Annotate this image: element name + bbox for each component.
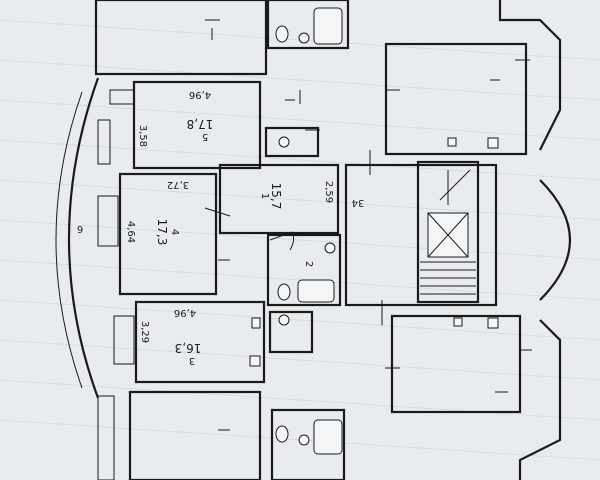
room-1-number: 1 <box>259 193 270 199</box>
toilet-icon <box>275 25 289 43</box>
room-4-area: 17,3 <box>155 219 169 246</box>
stove-icon <box>249 355 261 367</box>
doors <box>269 150 383 325</box>
stove-icon <box>487 137 499 149</box>
toilet-icon <box>277 283 291 301</box>
left-windows <box>97 89 135 480</box>
sink-icon <box>324 242 336 254</box>
bathtub-icon <box>313 7 343 45</box>
room-3-number: 3 <box>189 355 195 366</box>
sink-icon <box>298 32 310 44</box>
room-3-labels: 4,96 16,3 3 3,29 <box>139 307 201 366</box>
bathtub-icon <box>297 279 335 303</box>
room-2-number: 2 <box>303 261 314 267</box>
stove-icon <box>487 317 499 329</box>
room-1-width: 2,59 <box>323 181 334 203</box>
room-3-width: 4,96 <box>174 307 196 318</box>
room-1-labels: 15,7 1 2,59 34 <box>259 181 364 209</box>
paper-grid <box>0 19 600 461</box>
kitchen-sink-icon <box>251 317 261 329</box>
bay-window-inner <box>55 91 83 389</box>
dimension-ticks <box>204 19 532 431</box>
room-5-labels: 4,96 17,8 5 3,58 <box>137 89 213 147</box>
kitchen-sink-icon <box>447 137 457 147</box>
kitchen-stoves <box>249 137 499 367</box>
room-3-area: 16,3 <box>175 341 202 355</box>
bathtub-icon <box>313 419 343 455</box>
room-3-depth: 3,29 <box>139 321 150 343</box>
kitchen-sink-icon <box>453 317 463 327</box>
room-5-number: 5 <box>202 131 208 142</box>
room-4-labels: 3,72 17,3 4 4,64 <box>125 179 189 245</box>
room-1-depth: 34 <box>352 197 365 208</box>
sink-icon <box>278 136 290 148</box>
apartment-walls <box>94 0 350 480</box>
room-5-area: 17,8 <box>187 117 214 131</box>
room-4-number: 4 <box>169 229 180 235</box>
sink-icon <box>298 434 310 446</box>
bay-window-outer <box>67 77 100 399</box>
sink-icon <box>278 314 290 326</box>
stair-core <box>344 160 498 307</box>
toilet-icon <box>275 425 289 443</box>
right-apartments <box>384 0 571 480</box>
room-4-width: 3,72 <box>167 179 189 190</box>
room-5-width: 4,96 <box>189 89 211 100</box>
bathroom-fixtures <box>275 7 343 455</box>
room-4-depth: 4,64 <box>125 221 136 243</box>
bay-window-label: 6 <box>77 223 83 234</box>
room-5-depth: 3,58 <box>137 125 148 147</box>
room-1-area: 15,7 <box>269 183 283 210</box>
